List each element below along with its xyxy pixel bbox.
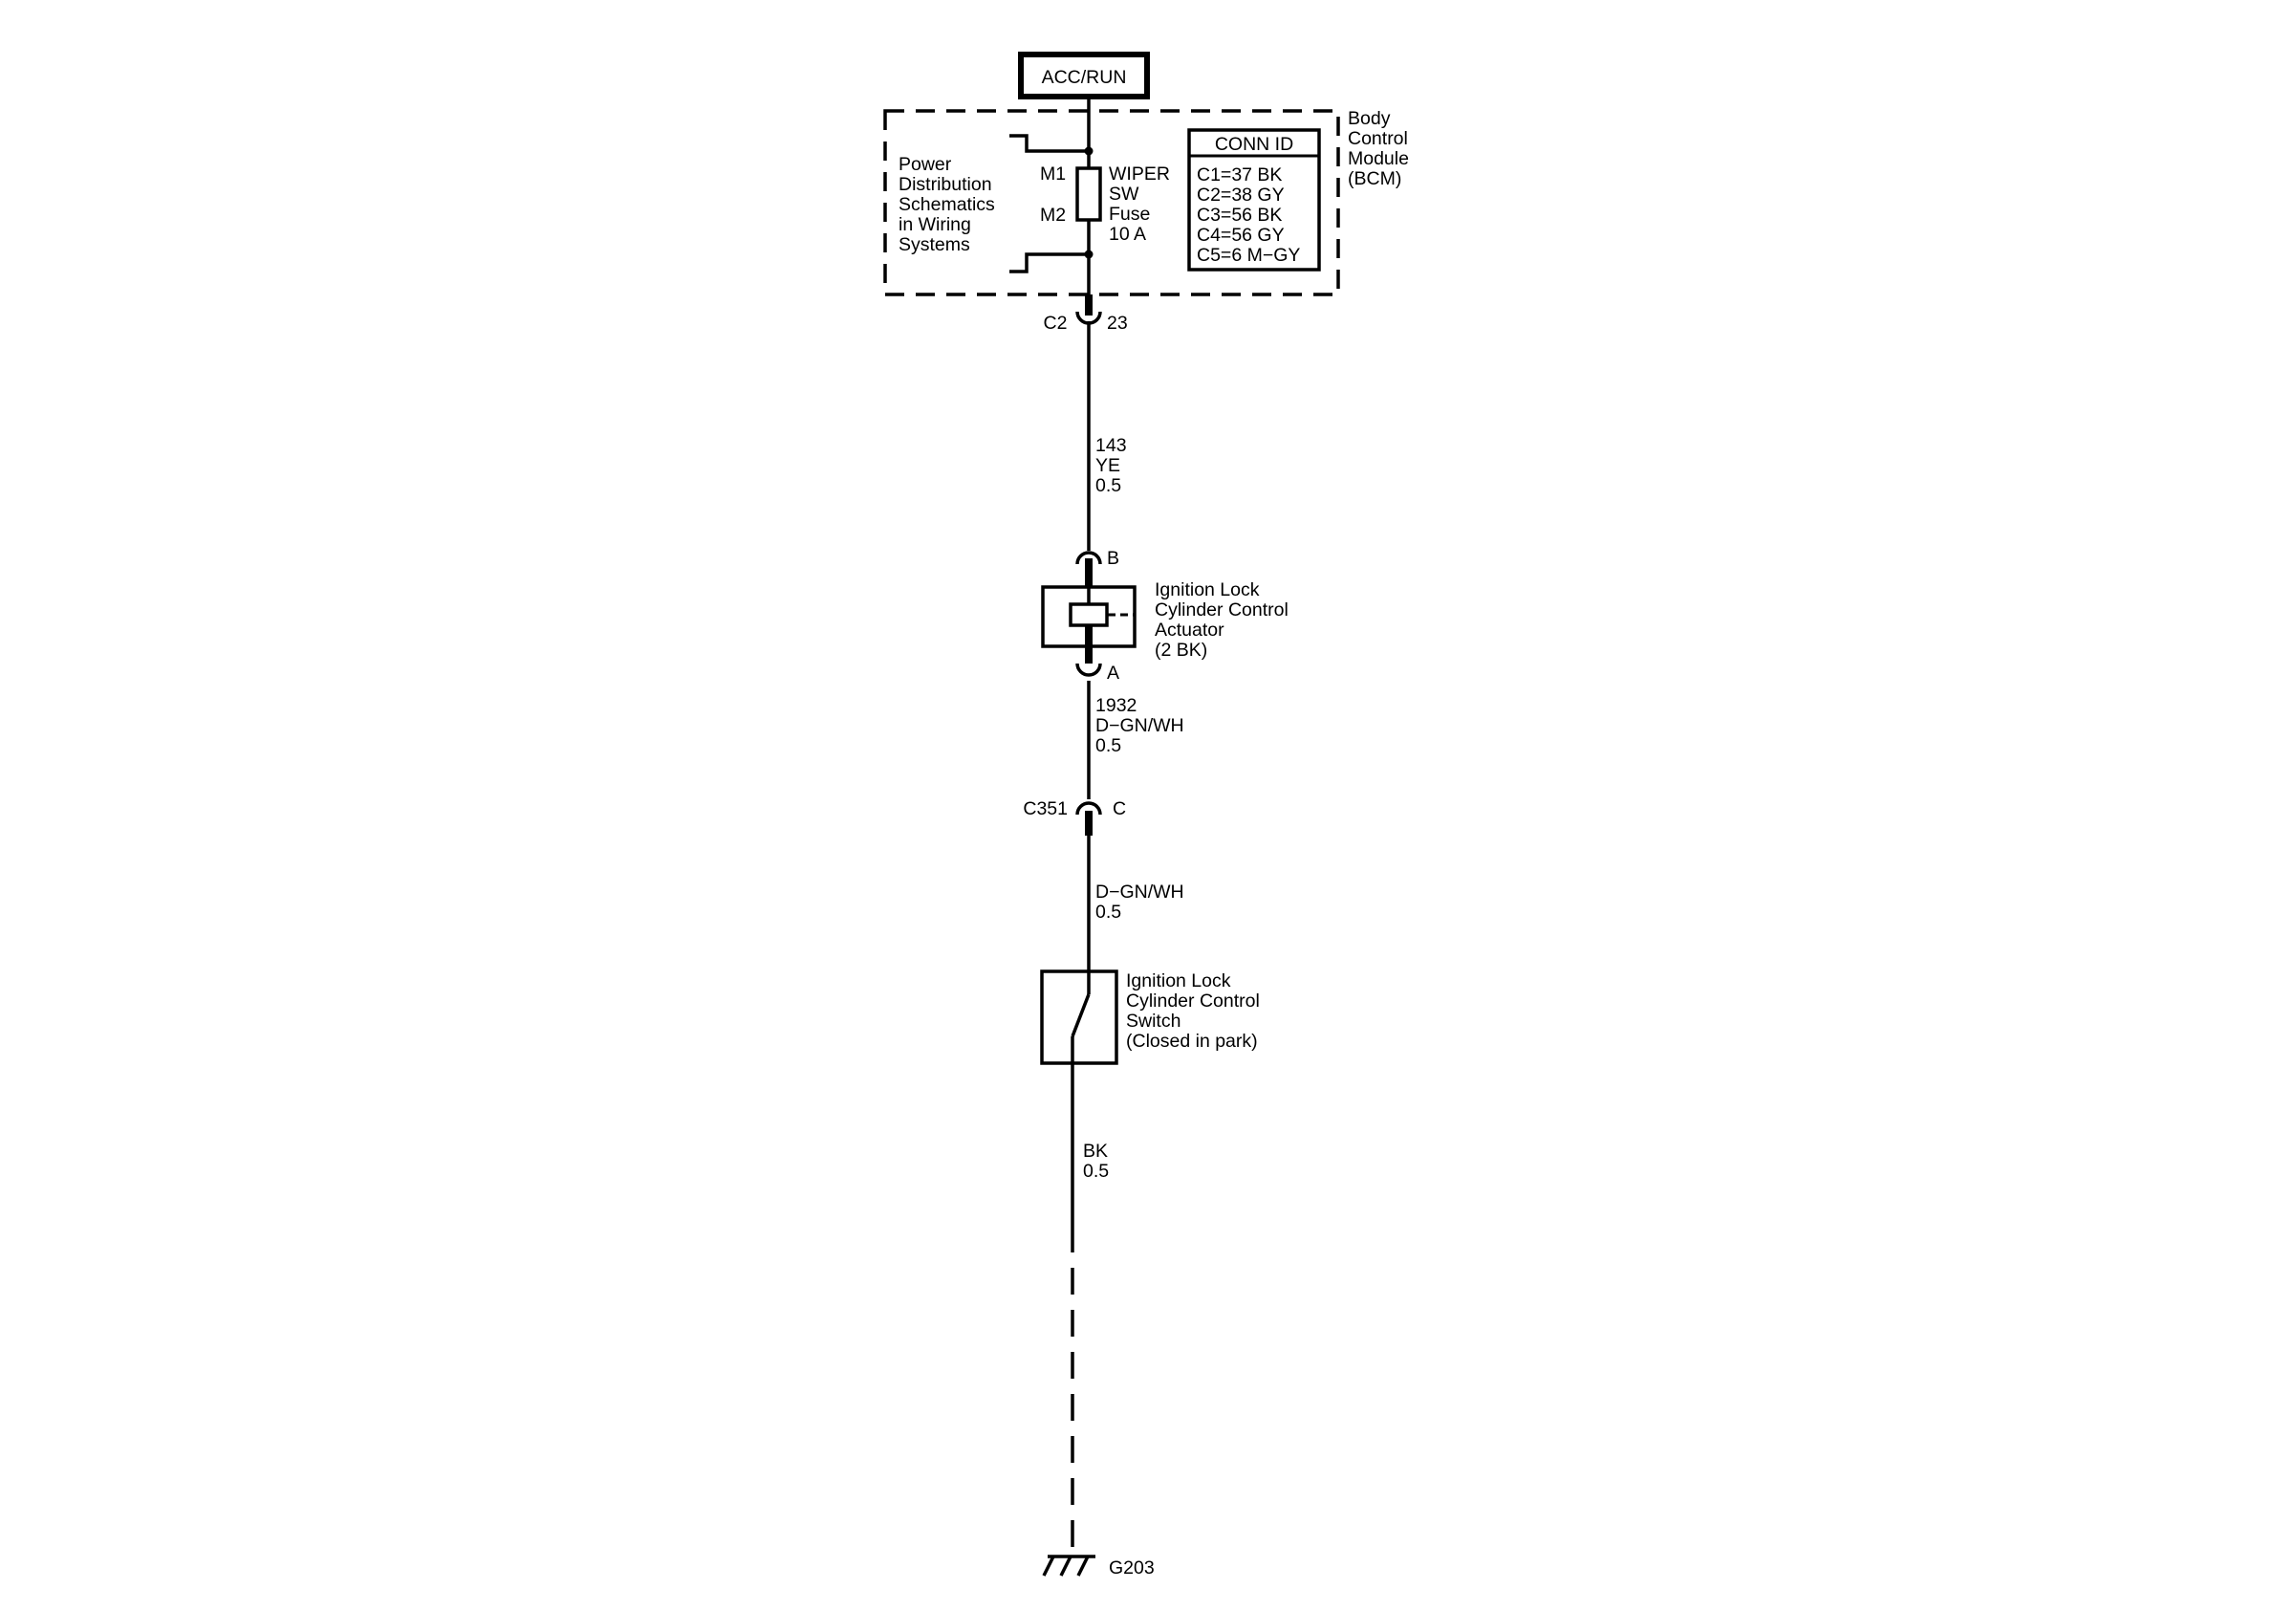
actuator-pin-b-male [1085, 558, 1093, 587]
conn-id-table-border [1187, 128, 1321, 272]
power-source-label: ACC/RUN [1042, 67, 1127, 88]
actuator-pin-b-connector [1075, 551, 1102, 565]
ground-hatch-3 [1076, 1556, 1090, 1577]
power-source-box [1018, 52, 1150, 99]
switch-blade [1071, 993, 1091, 1037]
connector-c2-label: C2 [1044, 313, 1068, 334]
bus-label-m1: M1 [1040, 163, 1066, 185]
ground-label: G203 [1109, 1557, 1155, 1578]
wire-segments [1071, 97, 1091, 1557]
connector-c351-label: C351 [1023, 798, 1068, 819]
actuator-pin-a-connector [1075, 663, 1102, 677]
actuator-pin-b-label: B [1107, 548, 1119, 569]
pds-bracket-bottom [1009, 252, 1089, 273]
ground-hatch-2 [1059, 1556, 1072, 1577]
conn-id-table: CONN ID C1=37 BK C2=38 GY C3=56 BK C4=56… [1187, 128, 1321, 272]
bcm-name: Body Control Module (BCM) [1348, 108, 1414, 189]
connector-c2: C2 23 [1044, 294, 1128, 334]
wire-dgnwh-label: D−GN/WH 0.5 [1095, 882, 1189, 923]
conn-id-header: CONN ID [1215, 134, 1293, 155]
actuator-label: Ignition Lock Cylinder Control Actuator … [1155, 579, 1293, 661]
connector-c2-male [1085, 294, 1093, 316]
connector-c351-female [1075, 801, 1102, 816]
connector-c2-female [1075, 311, 1102, 325]
bus-label-m2: M2 [1040, 205, 1066, 226]
conn-id-rows: C1=37 BK C2=38 GY C3=56 BK C4=56 GY C5=6… [1197, 164, 1300, 266]
connector-c351: C351 C [1023, 798, 1126, 836]
actuator-pin-a-male [1085, 625, 1093, 664]
fuse-label: WIPER SW Fuse 10 A [1109, 163, 1175, 245]
pds-bracket-top [1009, 134, 1089, 153]
ignition-lock-actuator: B A Ignition Lock Cylinder Control Actua… [1041, 548, 1293, 684]
actuator-pin-a-label: A [1107, 663, 1119, 684]
wiper-sw-fuse [1075, 166, 1102, 222]
ignition-lock-switch: Ignition Lock Cylinder Control Switch (C… [1040, 969, 1265, 1065]
wire-1932-label: 1932 D−GN/WH 0.5 [1095, 695, 1189, 756]
wire-143-label: 143 YE 0.5 [1095, 435, 1132, 496]
bcm-boundary [883, 109, 1340, 296]
bcm-module: Body Control Module (BCM) Power Distribu… [883, 108, 1414, 296]
connector-c351-pin: C [1113, 798, 1126, 819]
ground-g203: G203 [1042, 1555, 1155, 1578]
actuator-coil [1069, 602, 1109, 627]
pds-note: Power Distribution Schematics in Wiring … [899, 154, 1000, 255]
wire-bk-label: BK 0.5 [1083, 1141, 1113, 1182]
connector-c2-pin: 23 [1107, 313, 1128, 334]
ground-hatch-1 [1042, 1556, 1055, 1577]
power-source: ACC/RUN [1018, 52, 1150, 99]
switch-label: Ignition Lock Cylinder Control Switch (C… [1126, 970, 1265, 1052]
connector-c351-male [1085, 811, 1093, 836]
